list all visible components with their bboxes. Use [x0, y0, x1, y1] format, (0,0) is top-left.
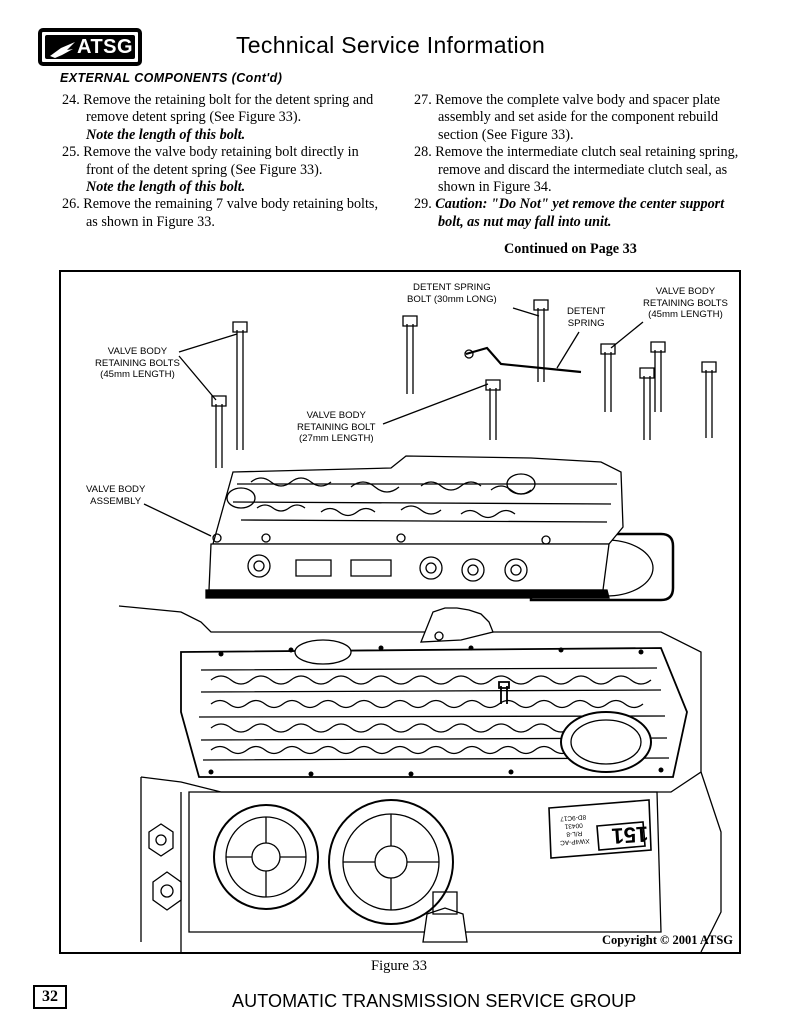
step-27: 27. Remove the complete valve body and s…: [414, 92, 721, 143]
step-29: 29. Caution: "Do Not" yet remove the cen…: [414, 196, 744, 231]
steps-left-column: 24. Remove the retaining bolt for the de…: [62, 92, 382, 231]
label-vb-bolts-left: VALVE BODY RETAINING BOLTS (45mm LENGTH): [95, 346, 180, 381]
case-tag-number: 151: [611, 821, 649, 849]
valve-body-illustration: 151 XW4P-AC R/L-8 00431 8D-9C17: [118, 299, 722, 952]
step-24-note: Note the length of this bolt.: [86, 126, 246, 143]
step-26: 26. Remove the remaining 7 valve body re…: [62, 196, 378, 230]
case-tag-line-1: XW4P-AC: [559, 837, 589, 846]
step-25: 25. Remove the valve body retaining bolt…: [62, 144, 359, 178]
step-29-number: 29.: [414, 196, 432, 213]
bolts: [211, 299, 717, 468]
label-detent-spring-bolt: DETENT SPRING BOLT (30mm LONG): [407, 282, 497, 305]
step-28: 28. Remove the intermediate clutch seal …: [414, 144, 739, 196]
eagle-icon: [50, 42, 75, 58]
section-title: EXTERNAL COMPONENTS (Cont'd): [60, 71, 283, 85]
continued-note: Continued on Page 33: [504, 241, 637, 257]
case-tag-line-2: R/L-8: [566, 829, 583, 837]
atsg-logo: ATSG: [38, 28, 142, 66]
copyright-text: Copyright © 2001 ATSG: [602, 933, 733, 947]
label-vb-bolt-27mm: VALVE BODY RETAINING BOLT (27mm LENGTH): [297, 410, 376, 445]
figure-caption: Figure 33: [371, 958, 427, 974]
label-vb-bolts-right: VALVE BODY RETAINING BOLTS (45mm LENGTH): [643, 286, 728, 321]
case-tag-line-3: 00431: [564, 821, 583, 829]
label-detent-spring: DETENT SPRING: [567, 306, 606, 329]
steps-right-column: 27. Remove the complete valve body and s…: [414, 92, 744, 231]
footer-org: AUTOMATIC TRANSMISSION SERVICE GROUP: [232, 991, 637, 1011]
case-tag-line-4: 8D-9C17: [560, 813, 587, 822]
page-title: Technical Service Information: [236, 32, 546, 58]
page-number: 32: [33, 985, 67, 1009]
step-25-note: Note the length of this bolt.: [86, 179, 246, 196]
step-24: 24. Remove the retaining bolt for the de…: [62, 92, 374, 126]
figure-33: 151 XW4P-AC R/L-8 00431 8D-9C17 DETENT S…: [59, 270, 741, 954]
logo-text: ATSG: [77, 35, 134, 58]
label-vb-assembly: VALVE BODY ASSEMBLY: [86, 484, 146, 507]
step-29-caution: Caution: "Do Not" yet remove the center …: [435, 196, 725, 230]
